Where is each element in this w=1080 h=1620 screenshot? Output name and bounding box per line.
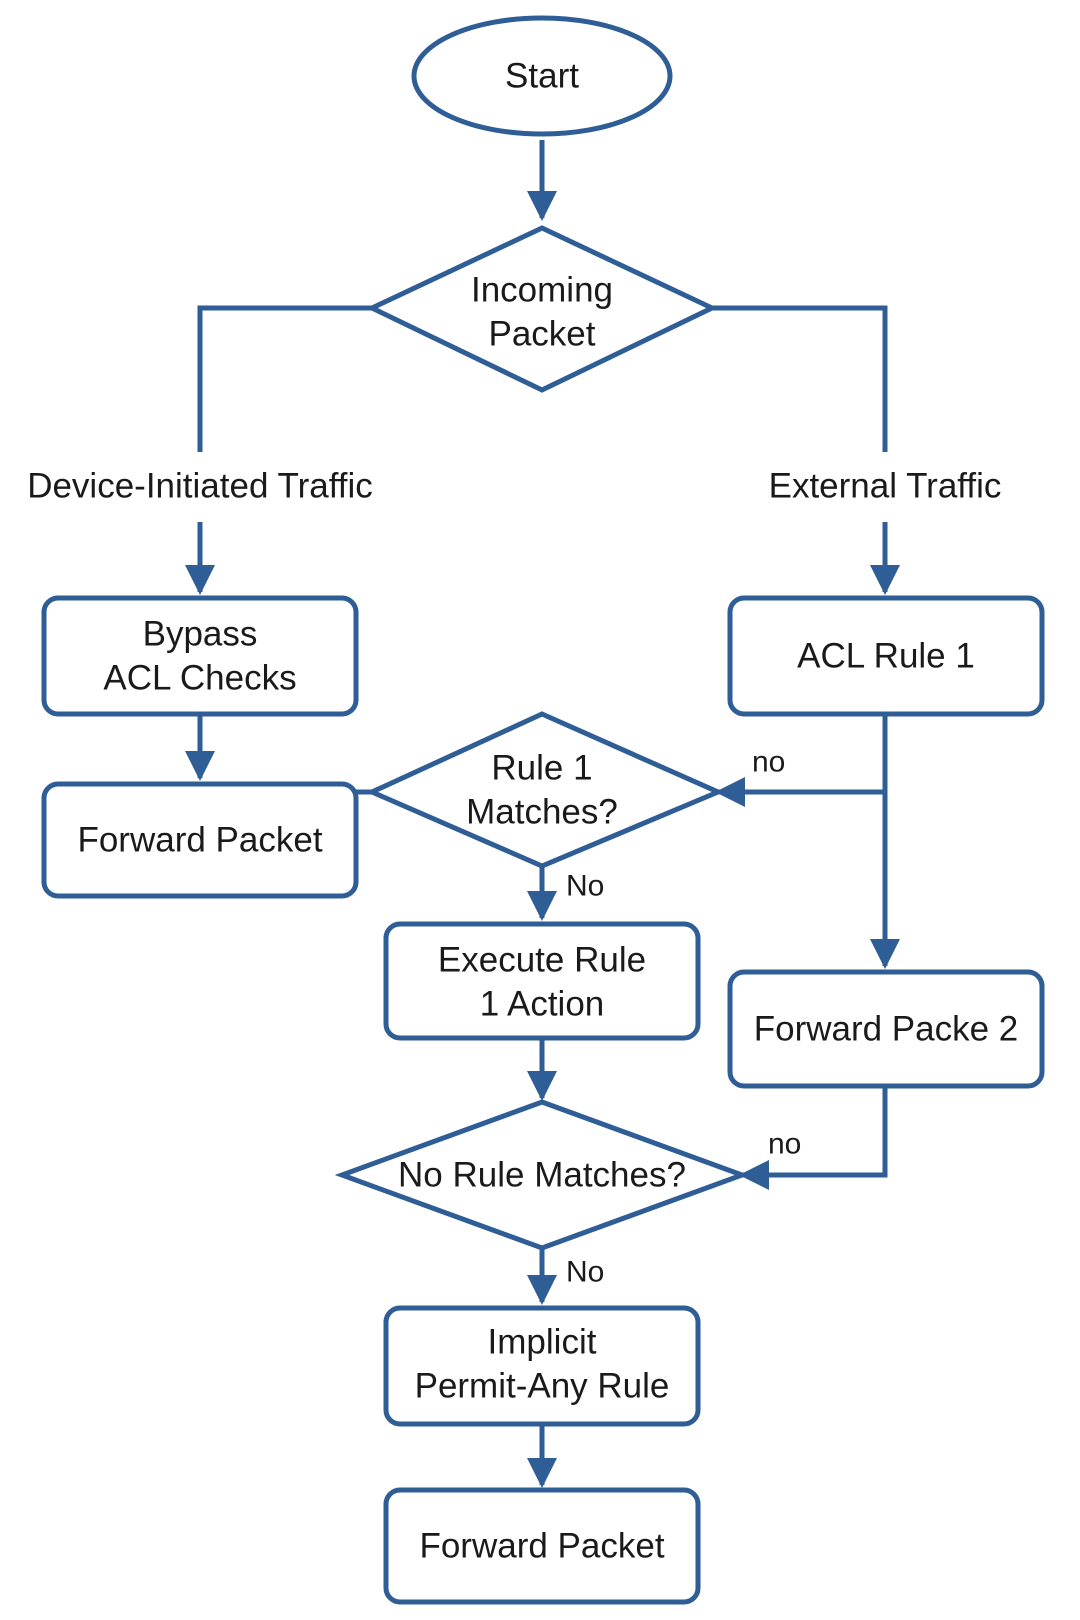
execute-rule1-label-line1: Execute Rule — [438, 941, 646, 980]
incoming-packet-label-line1: Incoming — [471, 271, 613, 310]
incoming-packet-label-line2: Packet — [489, 315, 596, 354]
bypass-acl-checks-node: Bypass ACL Checks — [41, 595, 359, 717]
execute-rule1-label-line2: 1 Action — [480, 985, 605, 1024]
edge-label-no-into-rule1: no — [752, 746, 785, 779]
rule1-matches-node: Rule 1 Matches? — [365, 711, 725, 869]
incoming-packet-node: Incoming Packet — [366, 225, 718, 393]
bypass-label-line2: ACL Checks — [103, 659, 296, 698]
start-node: Start — [411, 15, 673, 137]
edge-label-no-from-rule1: No — [566, 870, 604, 903]
edge-label-no-from-no-rule: No — [566, 1256, 604, 1289]
forward-packet-left-node: Forward Packet — [41, 781, 359, 899]
edge-label-no-into-no-rule: no — [768, 1128, 801, 1161]
forward-packet-bottom-label: Forward Packet — [419, 1527, 664, 1566]
edge-forward-packe2-to-no-rule — [739, 1088, 888, 1190]
forward-packet-left-label: Forward Packet — [77, 821, 322, 860]
no-rule-matches-node: No Rule Matches? — [334, 1099, 750, 1251]
edge-incoming-to-device-label — [197, 305, 372, 452]
implicit-permit-label-line1: Implicit — [488, 1323, 597, 1362]
no-rule-matches-label: No Rule Matches? — [398, 1156, 686, 1195]
bypass-label-line1: Bypass — [143, 615, 258, 654]
forward-packet-bottom-node: Forward Packet — [383, 1487, 701, 1605]
start-label: Start — [505, 57, 579, 96]
acl-rule-1-label: ACL Rule 1 — [797, 637, 975, 676]
execute-rule1-action-node: Execute Rule 1 Action — [383, 921, 701, 1041]
forward-packe2-node: Forward Packe 2 — [727, 969, 1045, 1089]
implicit-permit-any-node: Implicit Permit-Any Rule — [383, 1305, 701, 1427]
rule1-matches-label-line1: Rule 1 — [491, 749, 592, 788]
edge-incoming-to-external-label — [712, 305, 888, 452]
external-traffic-label: External Traffic — [769, 467, 1002, 506]
implicit-permit-label-line2: Permit-Any Rule — [415, 1367, 670, 1406]
rule1-matches-label-line2: Matches? — [466, 793, 618, 832]
acl-rule-1-node: ACL Rule 1 — [727, 595, 1045, 717]
device-initiated-traffic-label: Device-Initiated Traffic — [27, 467, 373, 506]
forward-packe2-label: Forward Packe 2 — [754, 1010, 1019, 1049]
